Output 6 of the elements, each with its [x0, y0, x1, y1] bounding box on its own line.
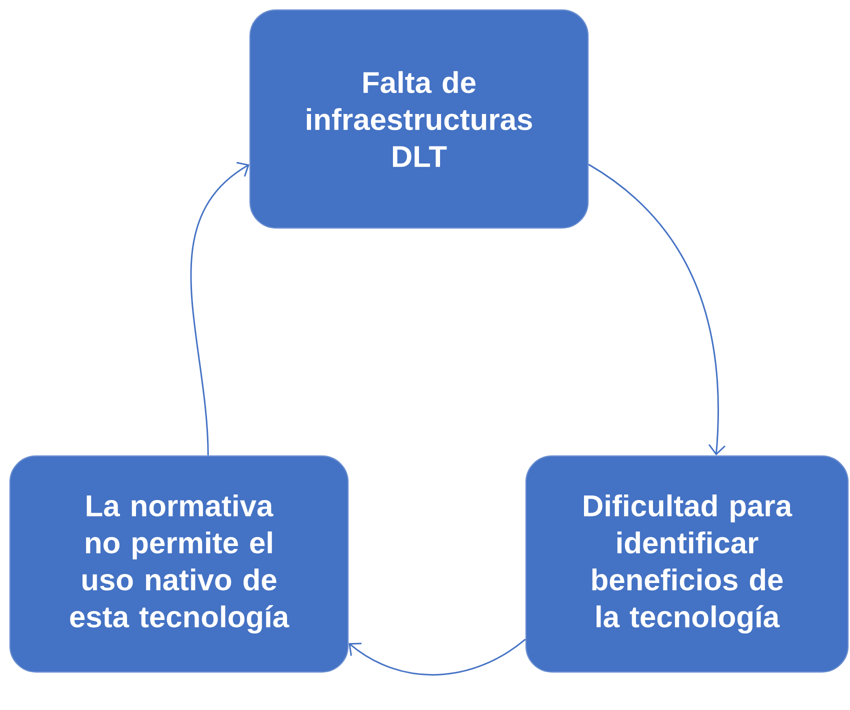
process-box: Falta de infraestructuras DLT [249, 9, 589, 229]
arrow [348, 638, 526, 676]
process-box: La normativa no permite el uso nativo de esta tecnología [9, 455, 349, 673]
arrow [190, 162, 250, 456]
arrow [588, 164, 726, 456]
process-box: Dificultad para identificar beneficios de la tecnología [525, 455, 849, 673]
